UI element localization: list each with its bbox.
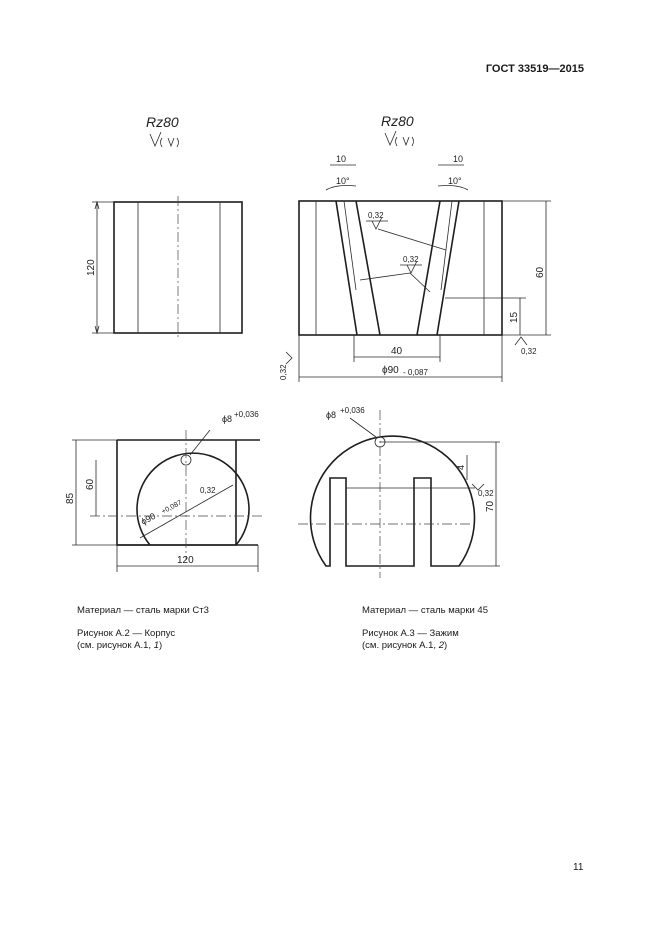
- roughness-symbol: [384, 130, 414, 147]
- dim-60: 60: [535, 266, 546, 278]
- dia8: ϕ8: [326, 410, 336, 420]
- rough-a: 0,32: [368, 211, 384, 220]
- figure-title-a3: Рисунок А.3 — Зажим: [362, 628, 459, 639]
- material-caption-a3: Материал — сталь марки 45: [362, 605, 488, 616]
- fig-a3-side-view: Rz80 10 10 10° 10° 0,32 0,32 60 15 0,32: [279, 113, 551, 382]
- tol-dia8: +0,036: [234, 410, 259, 419]
- dim-dia90: ϕ90: [382, 365, 399, 376]
- standard-header: ГОСТ 33519—2015: [485, 63, 584, 75]
- dim-120: 120: [86, 259, 97, 276]
- dim-85: 85: [65, 492, 76, 504]
- rough-032: 0,32: [478, 489, 494, 498]
- tol-dia90: +0,087: [161, 499, 183, 515]
- dim-120: 120: [177, 555, 194, 566]
- rough-032: 0,32: [200, 486, 216, 495]
- dim-40: 40: [391, 346, 403, 357]
- dim-10-right: 10: [453, 154, 463, 164]
- dia8: ϕ8: [222, 414, 232, 424]
- dim-15: 15: [509, 311, 520, 323]
- dia90: ϕ90: [139, 511, 157, 527]
- fig-a2-side-view: Rz80 120: [86, 114, 243, 340]
- dim-10-left: 10: [336, 154, 346, 164]
- roughness-symbol: [149, 131, 179, 148]
- page-number: 11: [573, 862, 584, 873]
- fig-a3-front-view: 70 4 0,32 ϕ8 +0,036: [298, 406, 500, 578]
- figure-caption-a3: Рисунок А.3 — Зажим (см. рисунок А.1, 2): [362, 628, 459, 652]
- figure-ref-a2: (см. рисунок А.1, 1): [77, 640, 163, 651]
- figure-caption-a2: Рисунок А.2 — Корпус (см. рисунок А.1, 1…: [77, 628, 175, 652]
- material-caption-a2: Материал — сталь марки Ст3: [77, 605, 209, 616]
- figure-title-a2: Рисунок А.2 — Корпус: [77, 628, 176, 639]
- dim-60: 60: [85, 478, 96, 490]
- rough-left: 0,32: [279, 364, 288, 380]
- rough-b: 0,32: [403, 255, 419, 264]
- dim-4: 4: [456, 465, 466, 470]
- angle-left: 10°: [336, 176, 350, 186]
- angle-right: 10°: [448, 176, 462, 186]
- rough-right: 0,32: [521, 347, 537, 356]
- tol-dia90: - 0,087: [403, 368, 428, 377]
- dim-70: 70: [485, 500, 496, 512]
- fig-a2-front-view: ϕ8 +0,036 85 60 0,32 ϕ90 +0,087 120: [65, 410, 262, 572]
- roughness-label: Rz80: [146, 114, 179, 130]
- tol-dia8: +0,036: [340, 406, 365, 415]
- figure-ref-a3: (см. рисунок А.1, 2): [362, 640, 448, 651]
- roughness-label: Rz80: [381, 113, 414, 129]
